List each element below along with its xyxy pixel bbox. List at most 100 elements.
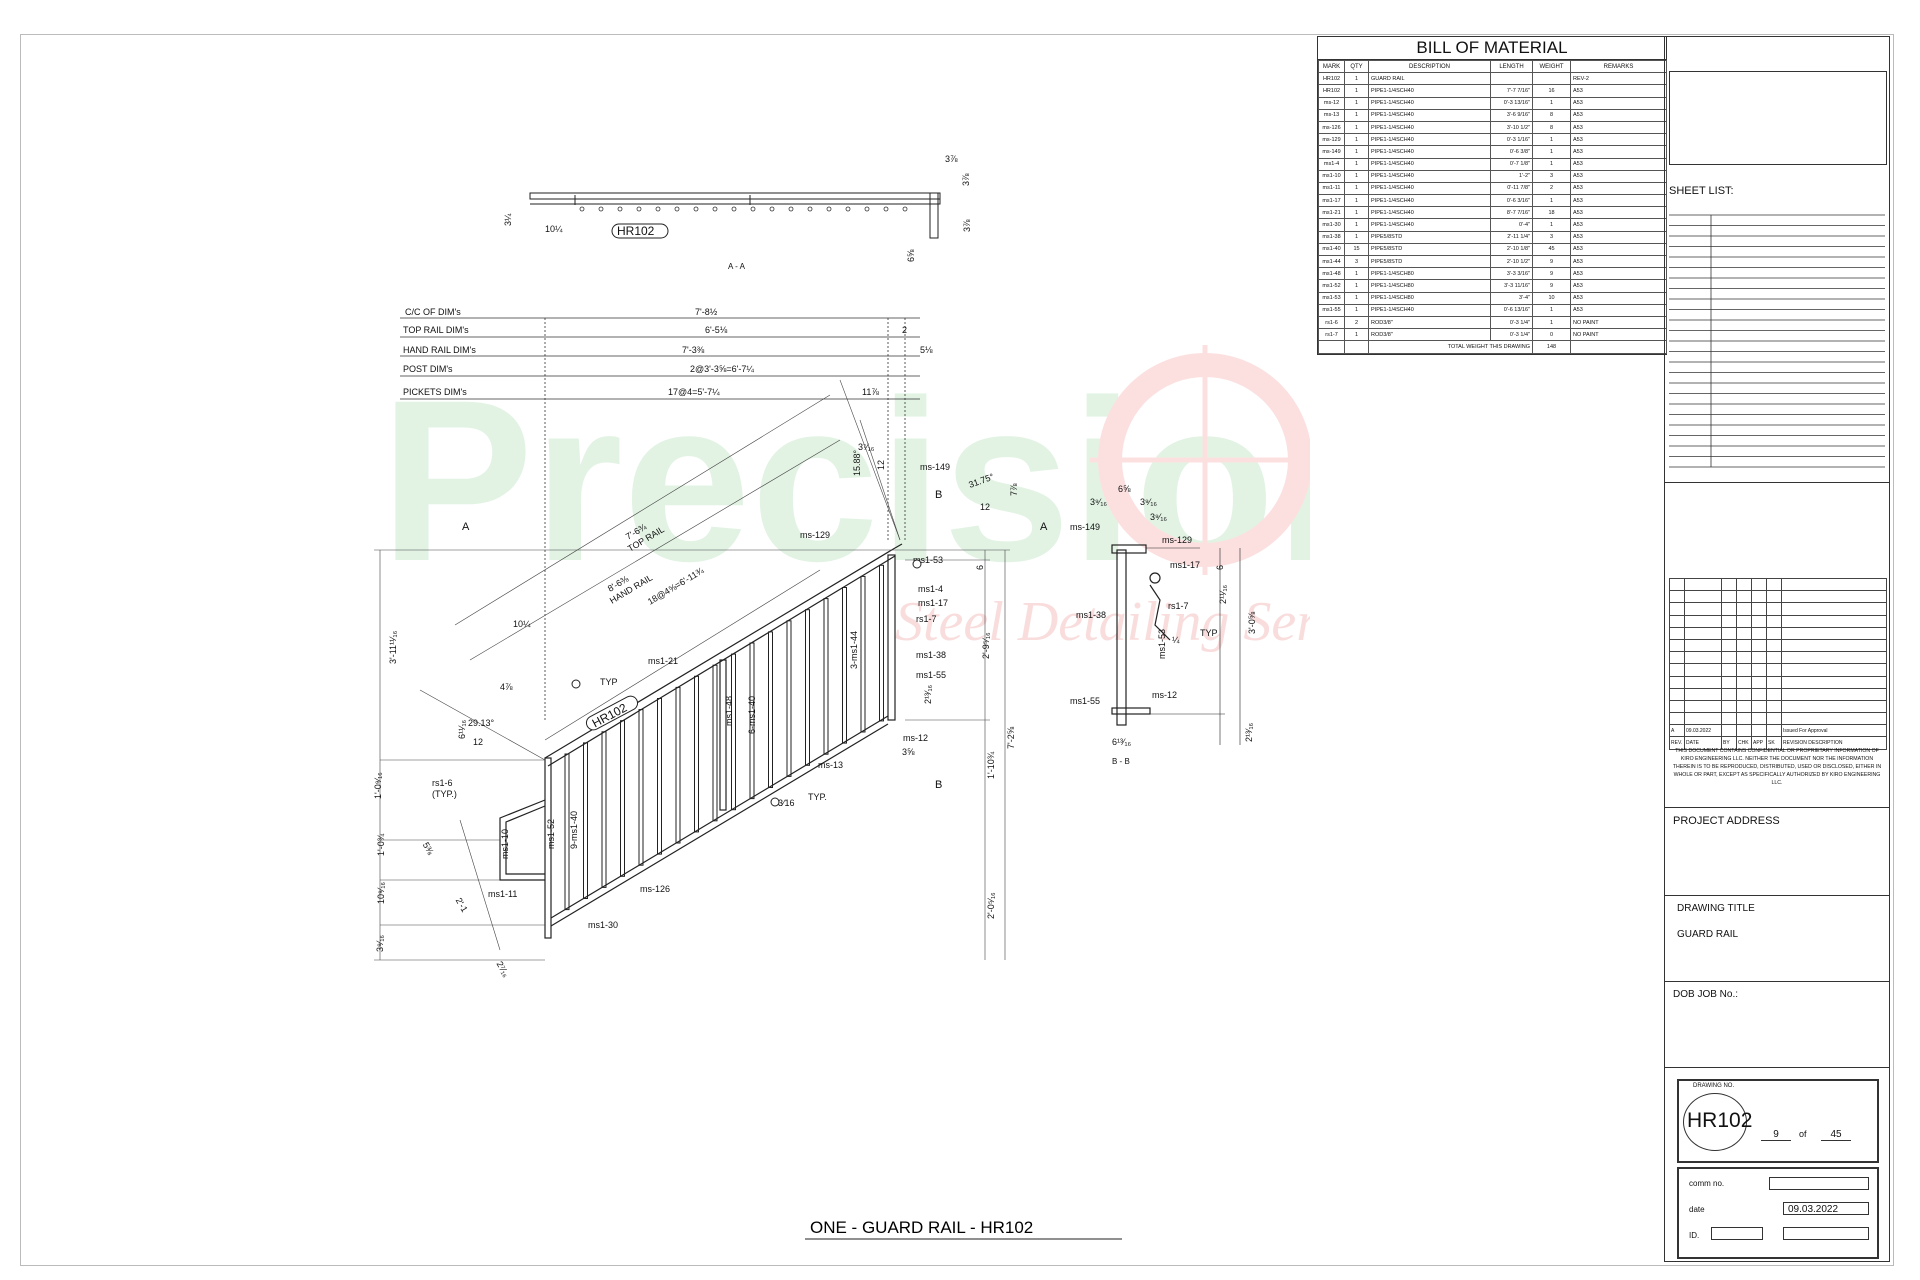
mark-ms1-10: ms1-10 <box>500 829 510 859</box>
revision-cell <box>1669 638 1685 653</box>
slope-1: 5⅜ <box>421 841 436 857</box>
revision-cell <box>1781 602 1887 616</box>
revision-cell <box>1766 602 1782 616</box>
bom-cell: PIPE1-1/4SCH40 <box>1368 218 1491 232</box>
drawing-area: Precision Steel Detailing Services HR102… <box>373 154 1310 1240</box>
bom-cell: PIPE1-1/4SCH80 <box>1368 291 1491 305</box>
bom-cell: 3'-3 11/16" <box>1490 279 1533 293</box>
revision-cell <box>1766 638 1782 653</box>
watermark: Precision Steel Detailing Services <box>380 345 1310 653</box>
revision-cell <box>1736 724 1752 738</box>
bom-cell: 1 <box>1532 303 1571 317</box>
revision-cell <box>1721 602 1737 616</box>
bom-cell: ms1-11 <box>1318 181 1345 196</box>
bom-cell: ms1-10 <box>1318 169 1345 183</box>
revision-cell <box>1721 663 1737 677</box>
bom-cell: 1 <box>1344 267 1369 281</box>
bom-cell: 1 <box>1344 157 1369 171</box>
id-field-b[interactable] <box>1783 1227 1869 1240</box>
bom-cell: 1 <box>1344 96 1369 110</box>
revision-cell <box>1781 712 1887 726</box>
drawing-title: GUARD RAIL <box>1677 929 1739 940</box>
picket <box>620 720 625 877</box>
id-field-a[interactable] <box>1711 1227 1763 1240</box>
bom-cell: ms1-17 <box>1318 194 1345 208</box>
revision-cell <box>1669 699 1685 714</box>
bom-cell: GUARD RAIL <box>1368 72 1491 86</box>
aa-picket-dot <box>845 206 851 212</box>
cut-mark-b-bottom: B <box>935 779 942 791</box>
revision-cell <box>1766 614 1782 628</box>
revision-cell <box>1751 724 1767 738</box>
bom-cell: 10 <box>1532 291 1571 305</box>
revision-cell <box>1736 590 1752 604</box>
mark-label-aa: HR102 <box>617 224 655 238</box>
bom-cell: 0'-6 3/8" <box>1490 145 1533 159</box>
bom-total-label: TOTAL WEIGHT THIS DRAWING <box>1368 340 1533 354</box>
date-field[interactable]: 09.03.2022 <box>1783 1202 1869 1215</box>
revision-cell <box>1751 626 1767 640</box>
dim-value-top: 6'-5⅛ <box>705 325 728 335</box>
bom-header: REMARKS <box>1570 59 1667 74</box>
bom-cell: 1 <box>1532 315 1571 330</box>
revision-cell <box>1684 602 1722 616</box>
height-3: 10⁹⁄₁₆ <box>376 882 386 904</box>
mark-ms1-48: ms1-48 <box>724 696 734 726</box>
mark-ms1-53: ms1-53 <box>913 555 943 565</box>
revision-cell <box>1736 675 1752 689</box>
drawing-no-circle <box>1683 1093 1747 1151</box>
aa-dim-3: 3⅞ <box>945 154 958 164</box>
revision-cell <box>1669 651 1685 665</box>
revision-cell <box>1751 651 1767 665</box>
revision-cell <box>1781 577 1887 592</box>
aa-picket-dot <box>826 206 832 212</box>
bom-cell: PIPE1-1/4SCH40 <box>1368 145 1491 159</box>
revision-cell <box>1669 675 1685 689</box>
aa-picket-dot <box>731 206 737 212</box>
bb-mark-ms-129: ms-129 <box>1162 535 1192 545</box>
mark-tag-aa <box>611 223 669 239</box>
picket <box>768 631 773 789</box>
bom-cell: A53 <box>1570 230 1667 244</box>
bom-cell: PIPE1-1/4SCH80 <box>1368 279 1491 293</box>
bom-cell: 0'-6 13/16" <box>1490 303 1533 317</box>
picket <box>638 709 644 866</box>
mark-ms-126: ms-126 <box>640 884 670 894</box>
right-height-6: 2'-0⁵⁄₁₆ <box>986 892 996 919</box>
revision-cell <box>1684 638 1722 653</box>
revision-cell <box>1669 663 1685 677</box>
section-bb-labels: 6⅝ 3⁹⁄₁₆ 3⁹⁄₁₆ 3⁹⁄₁₆ 6 2¹¹⁄₁₆ 3'-0⅝ ¼ 6¹… <box>1070 484 1257 766</box>
bom-cell: PIPE1-1/4SCH40 <box>1368 169 1491 183</box>
bom-cell: ms1-4 <box>1318 157 1345 171</box>
revision-cell <box>1766 590 1782 604</box>
aa-dim-1: 3¼ <box>503 213 513 226</box>
mark-ms1-21: ms1-21 <box>648 656 678 666</box>
bom-cell: A53 <box>1570 133 1667 147</box>
bom-cell: rs1-6 <box>1318 315 1345 330</box>
revision-cell <box>1736 663 1752 677</box>
comm-no-field[interactable] <box>1769 1177 1869 1190</box>
revision-row <box>1669 675 1887 689</box>
revision-cell <box>1721 651 1737 665</box>
revision-cell <box>1766 577 1782 592</box>
bom-cell: 1 <box>1344 133 1369 147</box>
bom-cell: 3'-10 1/2" <box>1490 120 1533 135</box>
cut-mark-a-left: A <box>462 521 470 533</box>
bom-cell: 2'-11 1/4" <box>1490 230 1533 244</box>
aa-picket-dot <box>674 206 680 212</box>
mark-ms-12: ms-12 <box>903 733 928 743</box>
dim-a7: 12 <box>876 460 886 470</box>
bom-cell: NO PAINT <box>1570 315 1667 330</box>
bom-cell: 3 <box>1344 254 1369 269</box>
revision-cell <box>1684 590 1722 604</box>
revision-cell <box>1721 577 1737 592</box>
bom-cell: A53 <box>1570 267 1667 281</box>
picket <box>564 753 570 911</box>
bom-cell: ms-126 <box>1318 120 1345 135</box>
drawing-footer-title: ONE - GUARD RAIL - HR102 <box>810 1218 1033 1237</box>
